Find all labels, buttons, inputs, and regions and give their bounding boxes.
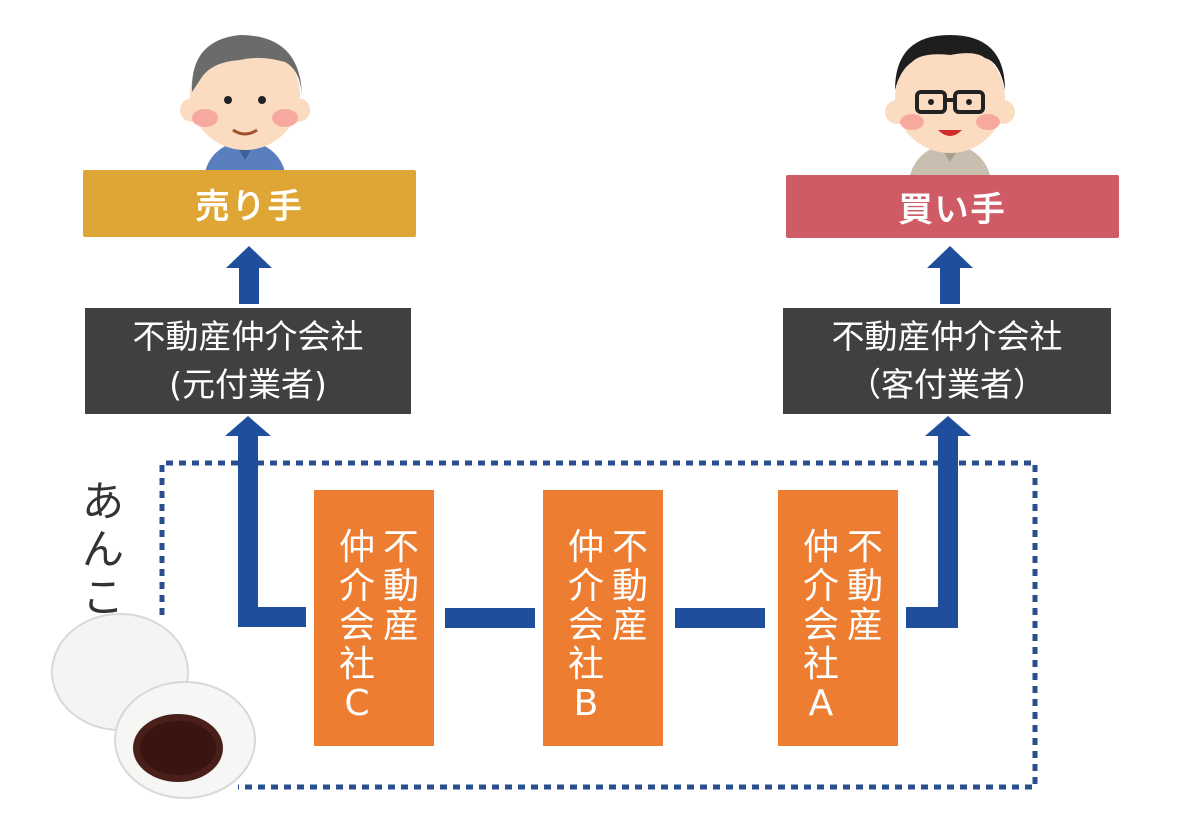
- buyer-box: 買い手: [786, 175, 1119, 238]
- char: 仲: [802, 527, 839, 568]
- char: 産: [846, 605, 883, 646]
- intermediary-c-box: 不 動 産 仲 介 会 社 C: [314, 490, 434, 746]
- seller-person-icon: [180, 35, 310, 172]
- char: A: [808, 683, 834, 724]
- buying-agent-box: 不動産仲介会社 （客付業者）: [783, 308, 1111, 414]
- char: 産: [382, 605, 419, 646]
- char: 社: [338, 644, 375, 685]
- char: 社: [802, 644, 839, 685]
- char: 会: [802, 605, 839, 646]
- intermediary-a-right-column: 不 動 産: [844, 528, 886, 645]
- anko-char: ん: [81, 525, 124, 574]
- intermediary-a-left-column: 仲 介 会 社 A: [800, 528, 842, 723]
- anko-char: こ: [81, 573, 124, 622]
- char: 介: [567, 566, 604, 607]
- char: 産: [611, 605, 648, 646]
- intermediary-b-right-column: 不 動 産: [609, 528, 651, 645]
- char: 不: [846, 527, 883, 568]
- intermediary-c-left-column: 仲 介 会 社 C: [336, 528, 378, 723]
- buying-agent-line1: 不動産仲介会社: [831, 317, 1063, 356]
- char: 仲: [567, 527, 604, 568]
- char: 不: [611, 527, 648, 568]
- char: 社: [567, 644, 604, 685]
- buying-agent-line2: （客付業者）: [848, 365, 1046, 404]
- listing-agent-line2: (元付業者): [169, 365, 327, 404]
- buyer-person-icon: [885, 35, 1015, 175]
- intermediary-b-left-column: 仲 介 会 社 B: [565, 528, 607, 723]
- char: B: [573, 683, 599, 724]
- buyer-label: 買い手: [898, 190, 1007, 230]
- char: C: [344, 683, 370, 724]
- manju-icon: [51, 613, 256, 799]
- dotted-frame: [159, 460, 1038, 790]
- char: 仲: [338, 527, 375, 568]
- intermediary-b-box: 不 動 産 仲 介 会 社 B: [543, 490, 663, 746]
- seller-label: 売り手: [195, 187, 304, 227]
- char: 不: [382, 527, 419, 568]
- intermediary-a-box: 不 動 産 仲 介 会 社 A: [778, 490, 898, 746]
- char: 動: [846, 566, 883, 607]
- seller-box: 売り手: [83, 170, 416, 237]
- listing-agent-line1: 不動産仲介会社: [132, 317, 364, 356]
- char: 動: [611, 566, 648, 607]
- anko-char: あ: [81, 477, 124, 526]
- char: 介: [802, 566, 839, 607]
- char: 介: [338, 566, 375, 607]
- listing-agent-box: 不動産仲介会社 (元付業者): [85, 308, 411, 414]
- arrows: [225, 246, 973, 628]
- char: 会: [338, 605, 375, 646]
- intermediary-c-right-column: 不 動 産: [380, 528, 422, 645]
- char: 動: [382, 566, 419, 607]
- char: 会: [567, 605, 604, 646]
- anko-label: あ ん こ: [78, 478, 128, 622]
